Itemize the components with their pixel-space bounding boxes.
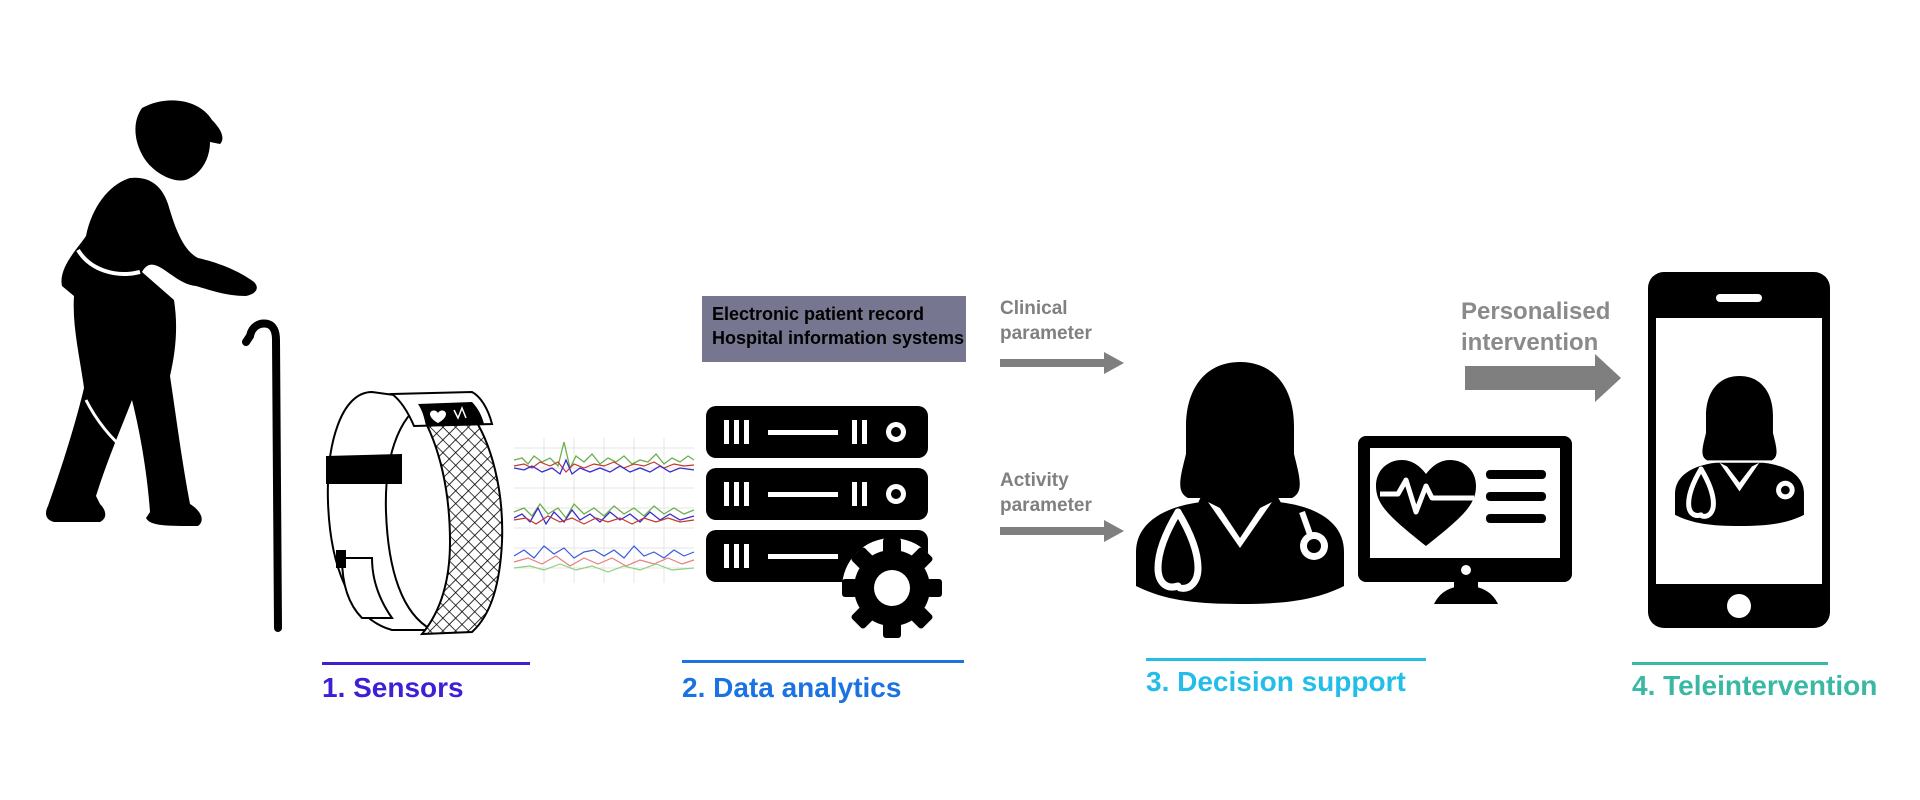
clinical-arrow-icon: [1000, 352, 1124, 374]
sensor-signal-waveforms: [513, 438, 695, 583]
server-with-gear-icon: [706, 406, 942, 638]
ehr-info-box: Electronic patient record Hospital infor…: [702, 296, 966, 362]
step-4-underline: [1632, 662, 1828, 665]
personalised-intervention-label: Personalised intervention: [1461, 298, 1611, 356]
smartphone-doctor-icon: [1648, 272, 1830, 628]
activity-arrow-icon: [1000, 520, 1124, 542]
step-1-label: 1. Sensors: [322, 672, 464, 703]
clinical-parameter-label: Clinical parameter: [1000, 298, 1092, 344]
heart-rate-monitor-icon: [1358, 436, 1572, 604]
step-4-label: 4. Teleintervention: [1632, 670, 1878, 701]
ehr-line-1: Electronic patient record: [712, 304, 925, 324]
step-3-underline: [1146, 658, 1426, 661]
elderly-person-with-cane-icon: [46, 100, 282, 632]
intervention-arrow-icon: [1465, 354, 1621, 402]
step-1-underline: [322, 662, 530, 665]
step-2-label: 2. Data analytics: [682, 672, 902, 703]
fitness-wristband-icon: [326, 390, 504, 636]
step-3-label: 3. Decision support: [1146, 666, 1406, 697]
ehr-line-2: Hospital information systems: [712, 328, 965, 348]
step-2-underline: [682, 660, 964, 663]
activity-parameter-label: Activity parameter: [1000, 470, 1092, 516]
doctor-with-stethoscope-icon: [1136, 362, 1344, 604]
